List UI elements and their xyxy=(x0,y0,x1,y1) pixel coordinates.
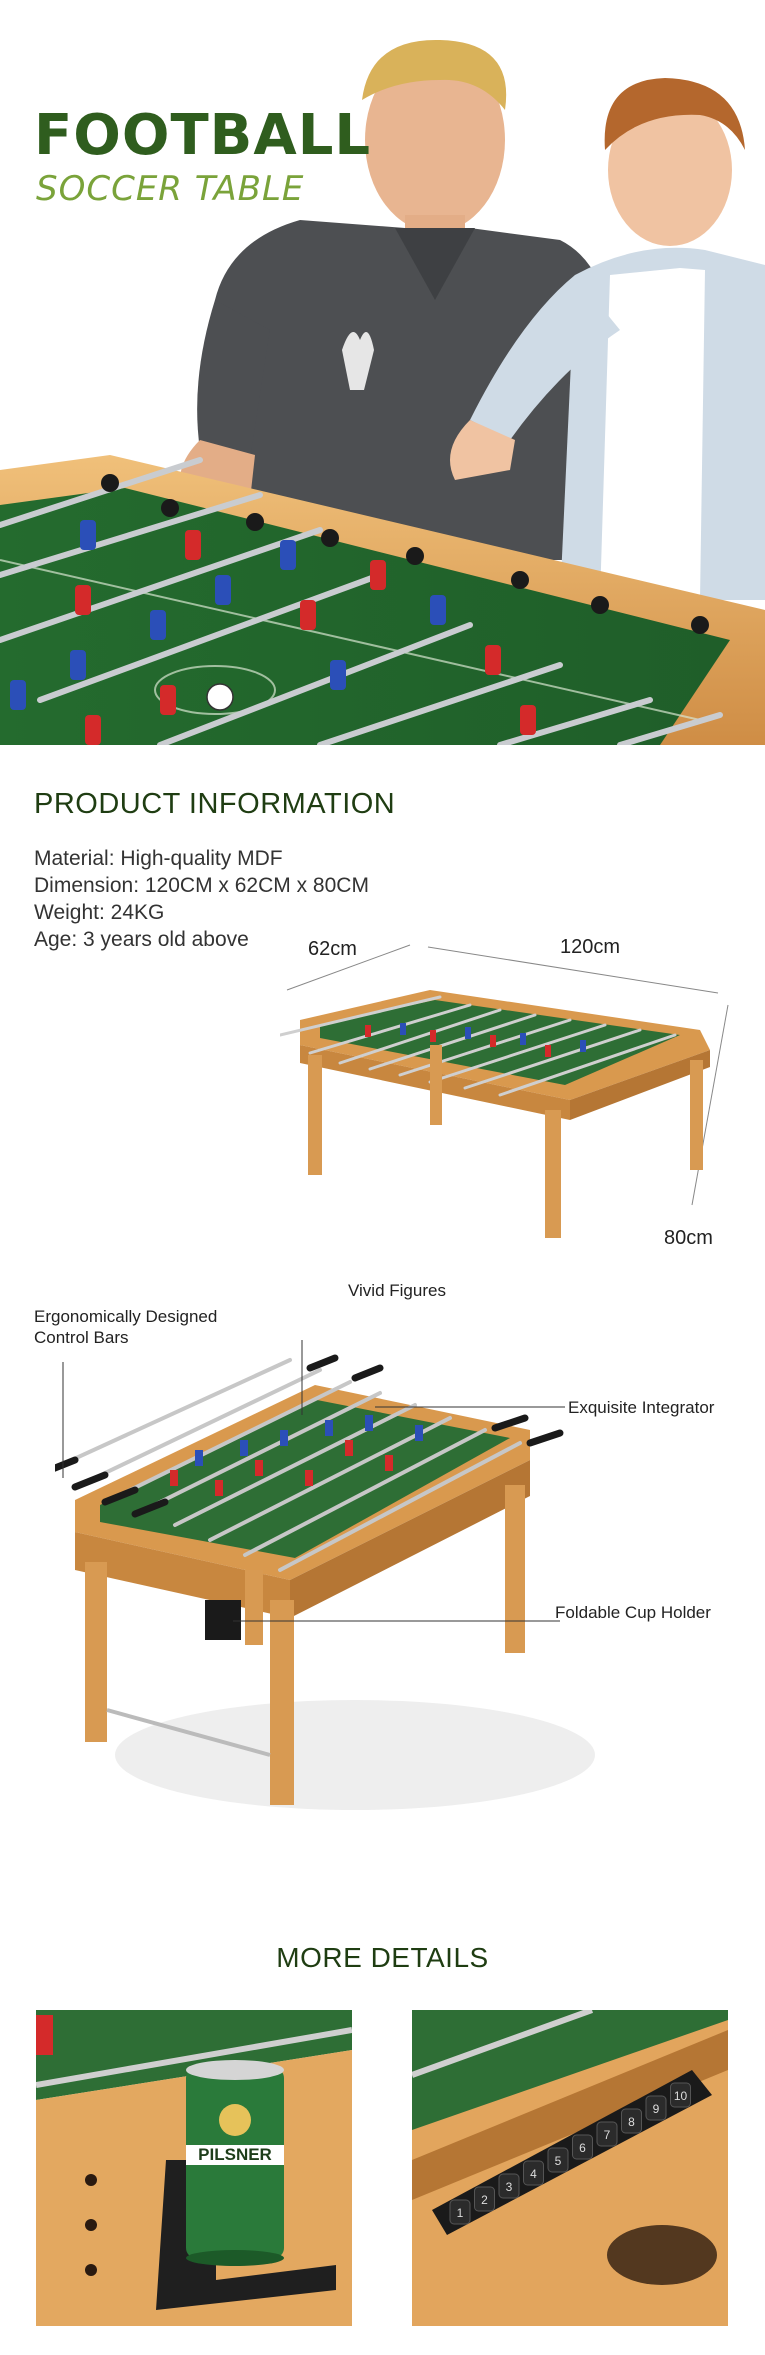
spec-age: Age: 3 years old above xyxy=(34,928,249,951)
score-bead-number: 8 xyxy=(628,2115,635,2129)
score-bead-number: 10 xyxy=(674,2089,688,2103)
detail-cup-holder-photo: PILSNER xyxy=(36,2010,352,2326)
hero-players xyxy=(10,520,536,745)
score-bead[interactable] xyxy=(474,2186,495,2212)
hero-photo xyxy=(0,39,765,745)
score-bead[interactable] xyxy=(596,2121,618,2147)
callout-control-bars: Ergonomically Designed Control Bars xyxy=(34,1307,218,1348)
score-bead-number: 1 xyxy=(457,2206,464,2220)
cup-holder-closeup: PILSNER xyxy=(36,2010,352,2326)
score-bead-number: 5 xyxy=(555,2154,562,2168)
features-diagram xyxy=(55,1340,595,1810)
score-bead[interactable] xyxy=(670,2082,691,2108)
hero-title: FOOTBALL xyxy=(34,103,372,168)
spec-material: Material: High-quality MDF xyxy=(34,847,283,870)
score-bead[interactable] xyxy=(572,2134,593,2160)
man-figure xyxy=(180,39,620,560)
score-bead[interactable] xyxy=(621,2108,642,2134)
more-details-heading: MORE DETAILS xyxy=(276,1942,489,1973)
boy-figure xyxy=(450,78,765,600)
score-bead-number: 6 xyxy=(579,2141,586,2155)
score-bead-number: 3 xyxy=(506,2180,513,2194)
hero-subtitle: SOCCER TABLE xyxy=(36,169,305,209)
can-brand-label: PILSNER xyxy=(198,2145,272,2164)
score-bead[interactable] xyxy=(523,2160,544,2186)
score-bead-number: 4 xyxy=(530,2167,537,2181)
spec-weight: Weight: 24KG xyxy=(34,901,165,924)
score-bead[interactable] xyxy=(547,2147,569,2173)
callout-vivid-figures: Vivid Figures xyxy=(348,1281,446,1300)
callout-integrator: Exquisite Integrator xyxy=(568,1398,715,1417)
dimension-length-label: 120cm xyxy=(560,936,621,958)
score-bead-number: 9 xyxy=(653,2102,660,2116)
product-info-heading: PRODUCT INFORMATION xyxy=(34,788,396,820)
hero-foosball-table xyxy=(0,455,765,745)
callout-cup-holder: Foldable Cup Holder xyxy=(555,1603,711,1622)
score-bead[interactable] xyxy=(498,2173,520,2199)
dimension-diagram xyxy=(280,944,729,1238)
score-bead-number: 7 xyxy=(604,2128,611,2142)
dimension-width-label: 62cm xyxy=(308,938,357,960)
detail-score-counter-photo: 1 2 3 4 5 6 7 8 9 10 xyxy=(412,2010,728,2326)
score-bead-number: 2 xyxy=(481,2193,488,2207)
dimension-height-label: 80cm xyxy=(664,1227,713,1249)
score-bead[interactable] xyxy=(645,2095,667,2121)
score-counter-beads: 1 2 3 4 5 6 7 8 9 10 xyxy=(449,2082,691,2225)
score-counter-closeup: 1 2 3 4 5 6 7 8 9 10 xyxy=(412,2010,728,2326)
score-bead[interactable] xyxy=(449,2199,471,2225)
hero-banner: FOOTBALL SOCCER TABLE xyxy=(0,0,765,745)
spec-dimension: Dimension: 120CM x 62CM x 80CM xyxy=(34,874,369,897)
soccer-ball xyxy=(206,683,234,711)
